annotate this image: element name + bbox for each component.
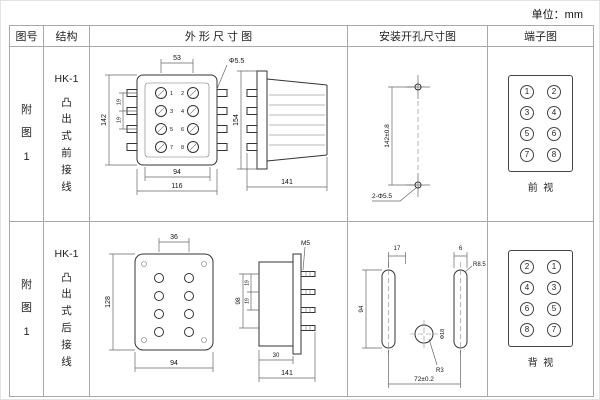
dim-hole-dia: Φ5.5 <box>229 58 244 65</box>
dim-side-depth: 141 <box>281 179 293 186</box>
terminal-circle: 3 <box>547 280 561 295</box>
terminal-circle: 8 <box>520 322 534 337</box>
terminal-circle: 7 <box>520 147 534 162</box>
table-row: 附 图 1 HK-1 凸 出 式 前 接 线 <box>9 46 594 222</box>
dimension-lines <box>362 252 473 388</box>
slotted-holes <box>381 262 468 356</box>
terminal-diagram-front: 1 2 3 4 5 6 7 8 前 视 <box>488 74 593 194</box>
terminal-circle: 7 <box>547 322 561 337</box>
hole-centerlines <box>405 75 430 197</box>
terminal-circle: 4 <box>547 105 561 120</box>
header-fig-no: 图号 <box>9 25 44 47</box>
dim-bottom-width: 94 <box>170 360 178 367</box>
mounting-hole-drawing-front: 142±0.8 2-Φ5.5 <box>371 75 430 202</box>
dim-side-height: 98 <box>235 297 242 305</box>
terminal-no-4: 4 <box>180 109 183 115</box>
mounting-hole-drawing-rear: 17 6 R8.5 94 Φ18 R3 72±0.2 <box>358 246 486 388</box>
dimension-lines <box>108 238 315 382</box>
outline-drawing-rear-wiring: 36 128 94 M5 98 19 19 30 141 <box>105 234 315 382</box>
terminal-box: 2 1 4 3 6 5 8 7 <box>508 249 573 347</box>
terminal-no-6: 6 <box>180 127 183 133</box>
terminal-no-2: 2 <box>180 91 183 97</box>
dim-center-dia: Φ18 <box>440 329 446 340</box>
fig-no-cell: 附 图 1 <box>9 221 44 397</box>
fig-no-cell: 附 图 1 <box>9 46 44 222</box>
dimension-table: 图号 结构 外 形 尺 寸 图 安装开孔尺寸图 端子图 附 图 1 HK-1 凸… <box>9 25 594 397</box>
fig-no-text: 附 图 1 <box>21 104 32 163</box>
terminal-circle: 1 <box>520 84 534 99</box>
table-row: 附 图 1 HK-1 凸 出 式 后 接 线 <box>9 221 594 397</box>
outline-drawing-cell: 53 Φ5.5 142 19 19 94 116 154 141 1 2 3 4… <box>89 46 348 222</box>
terminal-circle: 1 <box>547 259 561 274</box>
terminal-diagram-cell: 2 1 4 3 6 5 8 7 背 视 <box>487 221 594 397</box>
terminal-box: 1 2 3 4 5 6 7 8 <box>508 74 573 172</box>
unit-label: 单位：mm <box>531 9 583 21</box>
terminal-no-7: 7 <box>169 145 172 151</box>
dim-6: 6 <box>459 246 463 252</box>
header-structure: 结构 <box>43 25 90 47</box>
terminal-circle: 8 <box>547 147 561 162</box>
outline-drawing-cell: 36 128 94 M5 98 19 19 30 141 <box>89 221 348 397</box>
relay-side-view <box>246 70 327 170</box>
relay-side-view-rear <box>258 246 315 355</box>
dimension-lines <box>104 59 327 195</box>
dimension-lines <box>371 86 416 202</box>
terminal-no-3: 3 <box>169 109 172 115</box>
terminal-diagram-cell: 1 2 3 4 5 6 7 8 前 视 <box>487 46 594 222</box>
dim-side-depth: 141 <box>281 370 293 377</box>
dim-body-depth: 30 <box>272 353 279 359</box>
label-hole-count: 2-Φ5.5 <box>372 193 392 200</box>
terminal-no-8: 8 <box>180 145 183 151</box>
dim-row-pitch-a: 19 <box>116 99 122 105</box>
dim-r8-5: R8.5 <box>473 262 486 268</box>
dim-bottom-outer: 116 <box>171 183 182 190</box>
outline-drawing-front-wiring: 53 Φ5.5 142 19 19 94 116 154 141 1 2 3 4… <box>101 55 327 195</box>
terminal-no-1: 1 <box>169 91 172 97</box>
dim-hole-pitch: 142±0.8 <box>384 124 391 148</box>
label-screw-size: M5 <box>301 240 310 247</box>
terminal-circle: 5 <box>520 126 534 141</box>
terminal-circle: 6 <box>547 126 561 141</box>
structure-cell: HK-1 凸 出 式 后 接 线 <box>43 221 90 397</box>
relay-rear-view <box>134 253 213 351</box>
dim-94: 94 <box>358 305 365 313</box>
structure-desc: 凸 出 式 前 接 线 <box>61 96 72 193</box>
terminal-circle: 4 <box>520 280 534 295</box>
dim-side-height: 154 <box>233 114 240 126</box>
dim-row-pitch-b: 19 <box>116 117 122 123</box>
dim-height: 128 <box>105 296 112 308</box>
dim-bottom-inner: 94 <box>173 169 181 176</box>
terminal-circle: 2 <box>547 84 561 99</box>
terminal-circle: 3 <box>520 105 534 120</box>
dim-hole-span: 72±0.2 <box>414 376 434 383</box>
dim-r3: R3 <box>436 368 444 374</box>
terminal-no-5: 5 <box>169 127 172 133</box>
header-outline-dims: 外 形 尺 寸 图 <box>89 25 348 47</box>
terminal-diagram-rear: 2 1 4 3 6 5 8 7 背 视 <box>488 249 593 369</box>
fig-no-text: 附 图 1 <box>21 279 32 338</box>
model-label: HK-1 <box>54 247 79 260</box>
terminal-circle: 6 <box>520 301 534 316</box>
dim-height: 142 <box>101 114 108 126</box>
mounting-drawing-cell: 142±0.8 2-Φ5.5 <box>347 46 488 222</box>
header-terminal-diagram: 端子图 <box>487 25 594 47</box>
structure-cell: HK-1 凸 出 式 前 接 线 <box>43 46 90 222</box>
relay-front-view <box>126 74 227 166</box>
mounting-drawing-cell: 17 6 R8.5 94 Φ18 R3 72±0.2 <box>347 221 488 397</box>
dim-17: 17 <box>394 246 401 252</box>
dim-row-pitch-b: 19 <box>244 298 250 304</box>
structure-desc: 凸 出 式 后 接 线 <box>61 271 72 368</box>
view-caption: 前 视 <box>527 182 554 194</box>
terminal-circle: 5 <box>547 301 561 316</box>
dim-row-pitch-a: 19 <box>244 280 250 286</box>
terminal-circle: 2 <box>520 259 534 274</box>
view-caption: 背 视 <box>527 357 554 369</box>
table-header-row: 图号 结构 外 形 尺 寸 图 安装开孔尺寸图 端子图 <box>9 25 594 47</box>
header-mounting-dims: 安装开孔尺寸图 <box>347 25 488 47</box>
model-label: HK-1 <box>54 72 79 85</box>
dim-top-width: 53 <box>173 55 181 62</box>
dim-top-width: 36 <box>170 234 178 241</box>
